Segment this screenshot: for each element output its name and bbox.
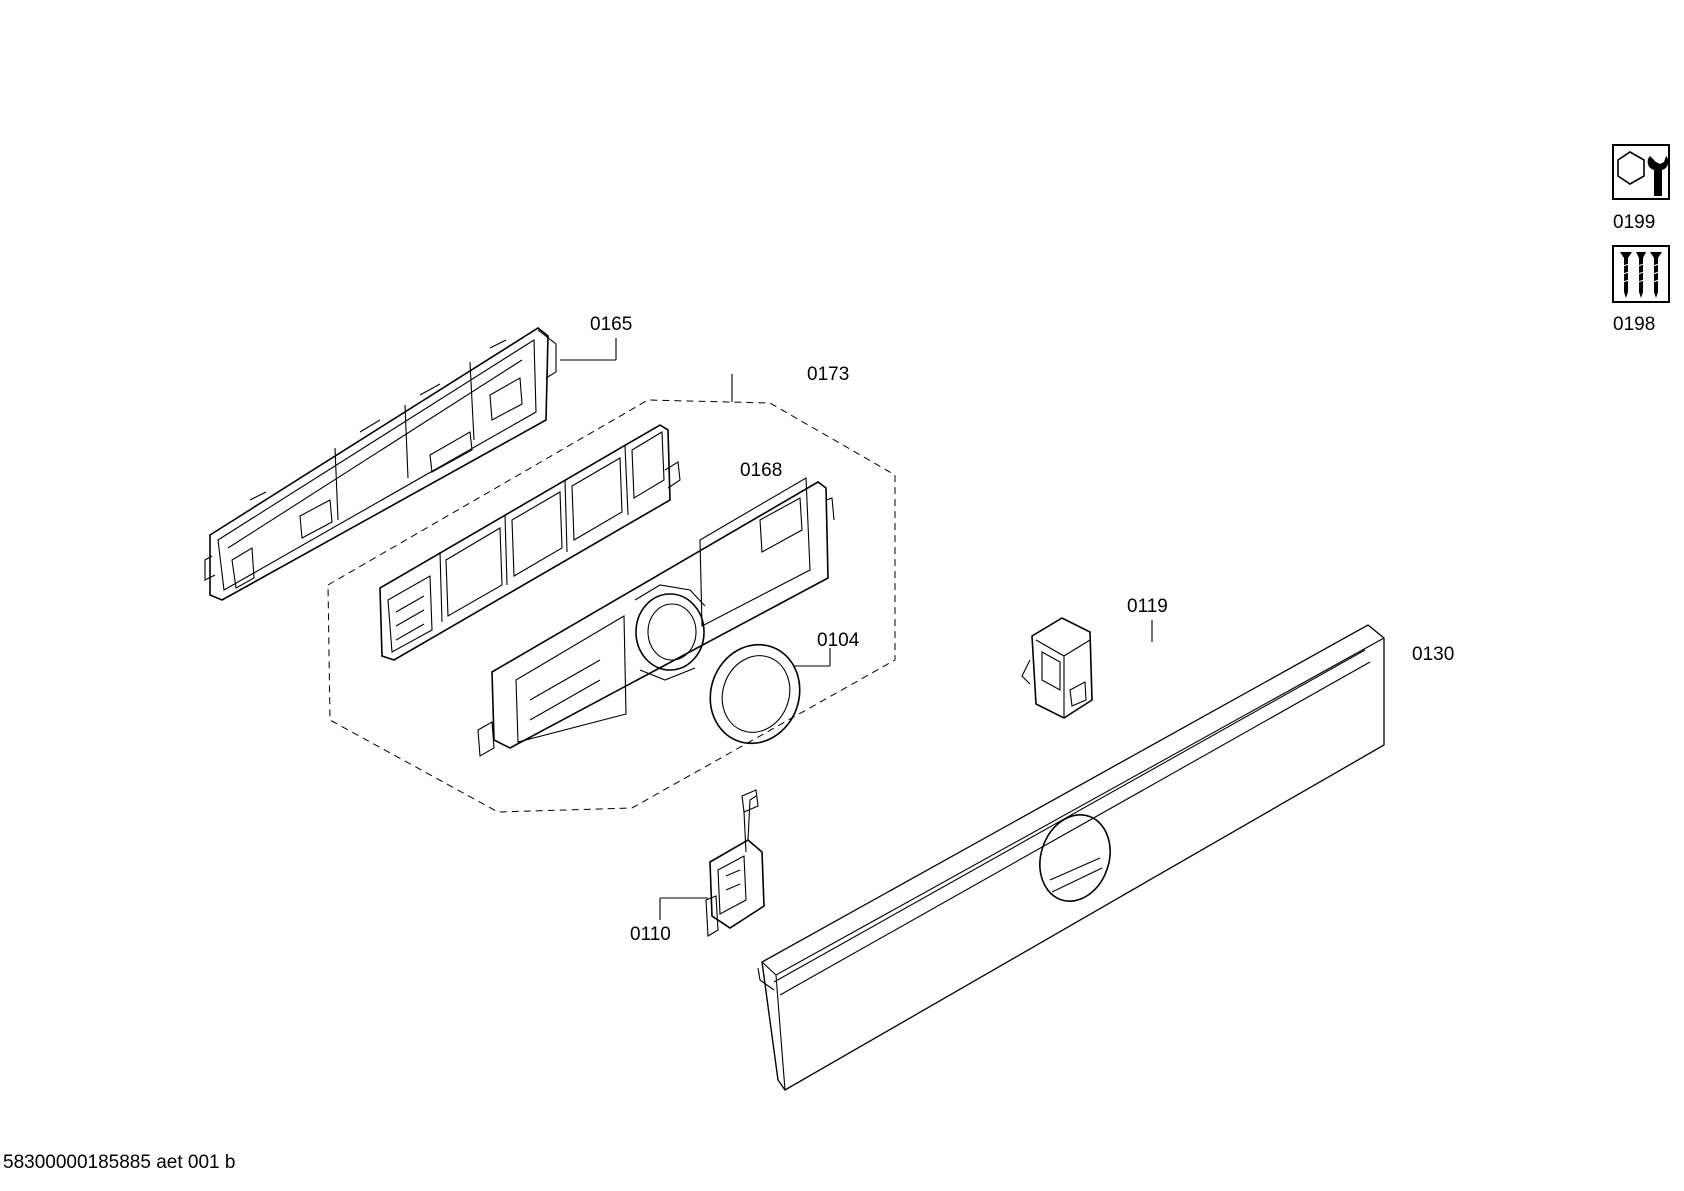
callout-0104: 0104 xyxy=(817,630,860,651)
group-0173-outline xyxy=(327,399,896,813)
callout-0168: 0168 xyxy=(740,460,782,481)
callout-0173: 0173 xyxy=(807,364,849,385)
part-0110-bracket xyxy=(705,789,765,937)
screws-icon xyxy=(1612,245,1670,303)
nut-and-wrench-icon xyxy=(1612,144,1670,200)
part-0173-control-pcb xyxy=(379,424,681,661)
part-0119-module xyxy=(1021,617,1093,719)
part-0165-board-frame xyxy=(204,327,557,601)
part-0104-ring xyxy=(709,643,801,745)
accessory-0198-label: 0198 xyxy=(1613,314,1655,335)
accessory-0199-label: 0199 xyxy=(1613,212,1655,233)
callout-0130: 0130 xyxy=(1412,644,1454,665)
part-0168-panel-frame xyxy=(477,477,835,757)
part-0130-fascia xyxy=(757,624,1385,1091)
callout-0119: 0119 xyxy=(1127,596,1168,617)
document-id-footer: 58300000185885 aet 001 b xyxy=(3,1152,236,1173)
callout-0165: 0165 xyxy=(590,314,632,335)
callout-0110: 0110 xyxy=(630,924,671,945)
